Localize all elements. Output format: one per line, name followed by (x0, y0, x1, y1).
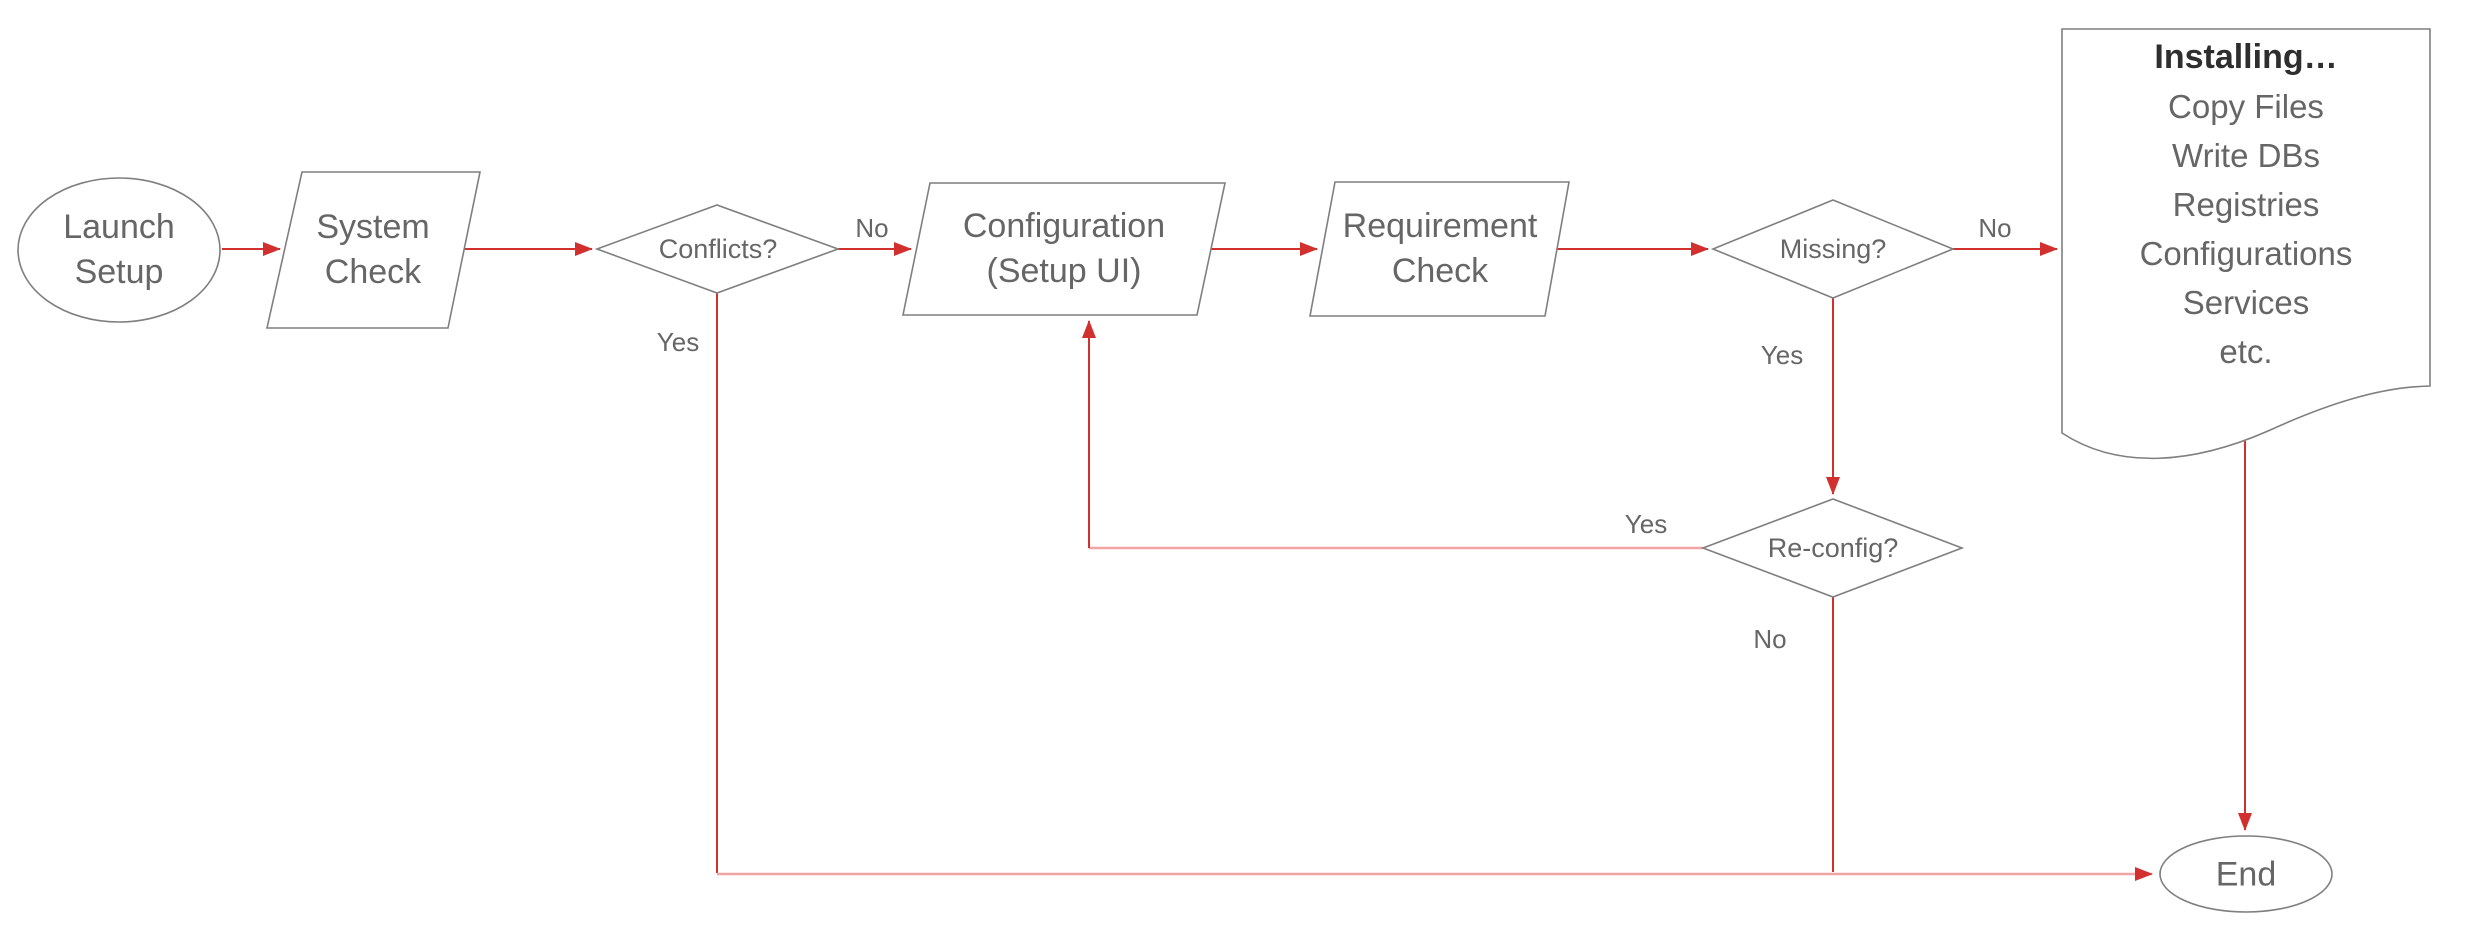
node-installing-document (2061, 28, 2431, 460)
reconfig-label: Re-config? (1767, 533, 1899, 564)
edge-label-conflicts-yes: Yes (656, 326, 700, 357)
launch-line2: Setup (74, 253, 164, 291)
installing-item: Configurations (2139, 235, 2353, 272)
conflicts-label: Conflicts? (658, 234, 778, 265)
configuration-line1: Configuration (962, 207, 1166, 246)
installing-title: Installing… (2154, 38, 2338, 76)
connectors (222, 242, 2252, 881)
installing-item: Write DBs (2172, 137, 2320, 174)
node-conflicts-diamond (594, 204, 841, 294)
node-missing-diamond (1710, 199, 1956, 299)
edge-label-missing-no: No (1978, 212, 2012, 243)
installing-item: Registries (2172, 186, 2320, 223)
edge-label-reconfig-no: No (1753, 623, 1787, 654)
node-end-ellipse (2159, 835, 2333, 913)
system-line1: System (316, 208, 430, 247)
installing-document-text: Installing… Copy Files Write DBs Registr… (2062, 33, 2430, 376)
edge-label-reconfig-yes: Yes (1624, 508, 1668, 539)
node-launch-setup-ellipse (17, 177, 221, 323)
system-line2: Check (324, 253, 422, 291)
requirement-line2: Check (1391, 252, 1489, 290)
installing-item: Copy Files (2168, 88, 2324, 125)
installing-item: etc. (2219, 333, 2273, 370)
missing-label: Missing? (1779, 234, 1887, 265)
nodes (17, 28, 2431, 913)
node-reconfig-diamond (1700, 498, 1965, 598)
installing-item: Services (2182, 284, 2310, 321)
node-configuration-parallelogram (902, 182, 1226, 316)
node-requirement-check-parallelogram (1309, 181, 1570, 317)
requirement-line1: Requirement (1342, 207, 1538, 246)
configuration-line2: (Setup UI) (986, 252, 1142, 290)
launch-line1: Launch (63, 208, 175, 247)
edge-label-missing-yes: Yes (1760, 339, 1804, 370)
configuration-label: Configuration (Setup UI) (963, 204, 1165, 294)
node-system-check-parallelogram (266, 171, 481, 329)
edge-label-conflicts-no: No (855, 212, 889, 243)
end-label: End (2215, 855, 2277, 894)
